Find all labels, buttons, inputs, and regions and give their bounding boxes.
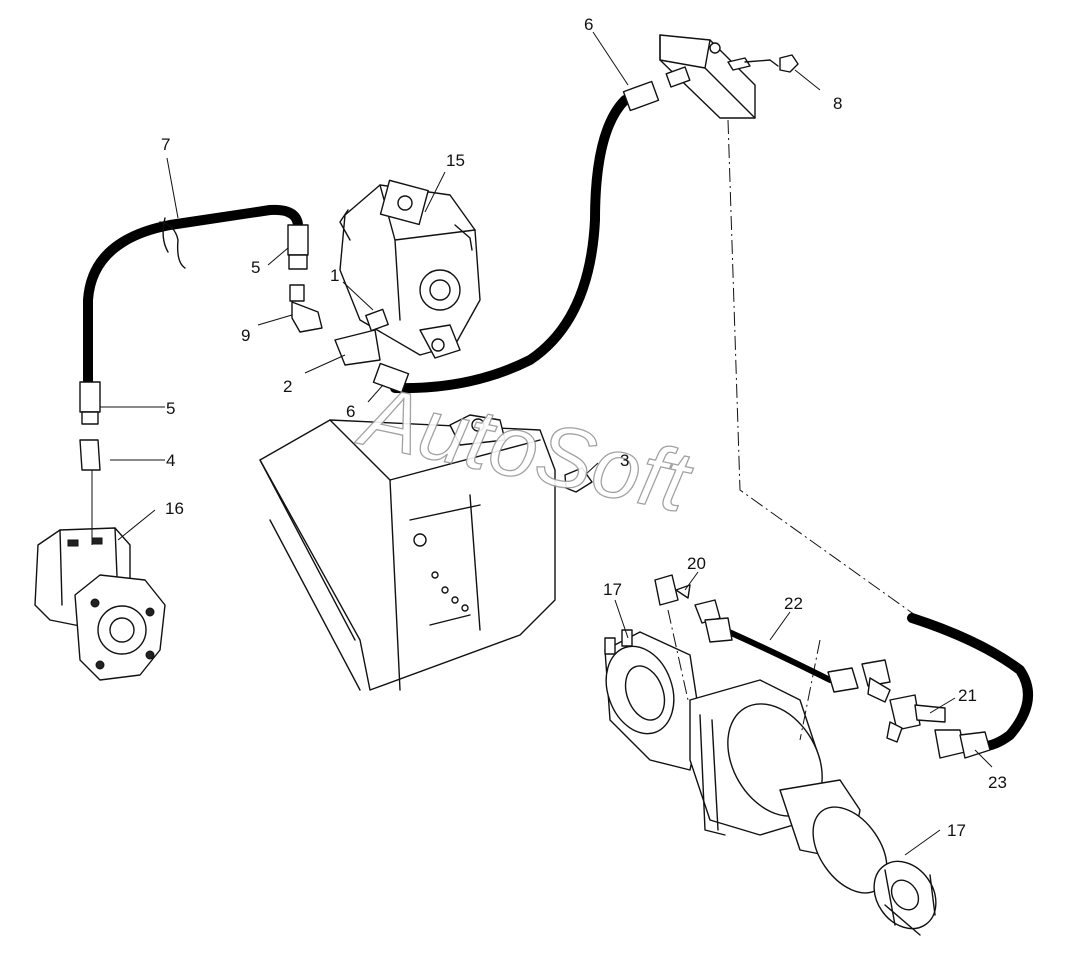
callout-20: 20 <box>687 554 706 573</box>
pump-15 <box>339 179 481 359</box>
callout-6-upper: 6 <box>584 15 593 34</box>
callout-4: 4 <box>166 451 175 470</box>
hose-6-long <box>390 95 630 394</box>
routing-line-manifold <box>727 119 916 616</box>
callout-5-upper: 5 <box>251 258 260 277</box>
leader-lines <box>100 31 993 856</box>
manifold-block <box>659 34 799 119</box>
callout-17-right: 17 <box>947 821 966 840</box>
callouts: 1 2 3 4 5 5 6 6 7 8 9 15 16 17 17 20 21 … <box>161 15 1007 840</box>
callout-8: 8 <box>833 94 842 113</box>
callout-16: 16 <box>165 499 184 518</box>
callout-5-lower: 5 <box>166 399 175 418</box>
callout-7: 7 <box>161 135 170 154</box>
callout-1: 1 <box>330 266 339 285</box>
callout-21: 21 <box>958 686 977 705</box>
hose-22 <box>717 625 833 683</box>
hose-left <box>83 204 304 387</box>
callout-9: 9 <box>241 326 250 345</box>
callout-23: 23 <box>988 773 1007 792</box>
callout-6-lower: 6 <box>346 402 355 421</box>
hydraulic-pump-16 <box>34 527 166 681</box>
hose-right <box>907 613 1033 752</box>
gearbox-housing <box>259 414 556 691</box>
routing-line-axle <box>799 639 821 741</box>
callout-3: 3 <box>620 451 629 470</box>
rear-axle-17 <box>604 629 937 936</box>
callout-15: 15 <box>446 151 465 170</box>
callout-2: 2 <box>283 377 292 396</box>
routing-line-tee <box>667 609 689 701</box>
fittings <box>79 66 991 759</box>
callout-17-left: 17 <box>603 580 622 599</box>
callout-22: 22 <box>784 594 803 613</box>
